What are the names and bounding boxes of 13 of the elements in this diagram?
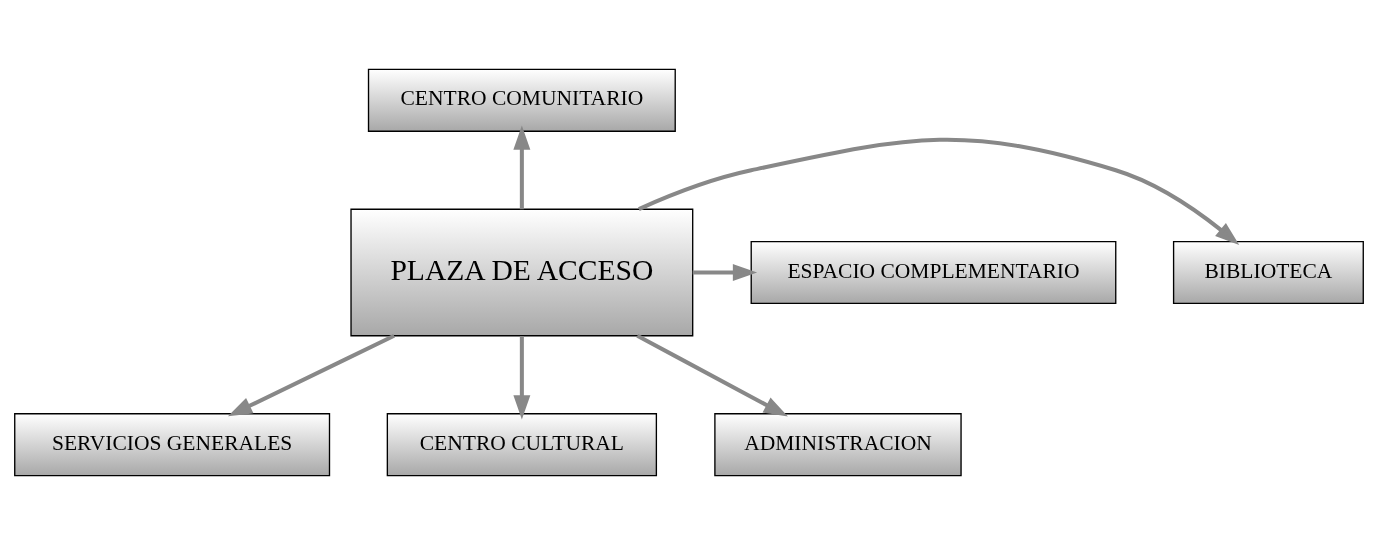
arrow <box>513 336 531 420</box>
arrow <box>638 137 1240 245</box>
node-box: CENTRO CULTURAL <box>386 413 658 477</box>
arrow <box>636 333 788 417</box>
node-box: ESPACIO COMPLEMENTARIO <box>750 240 1117 305</box>
arrow <box>692 264 758 281</box>
arrow <box>513 125 531 210</box>
node-box: CENTRO COMUNITARIO <box>367 68 676 132</box>
arrow <box>227 333 395 417</box>
node-box: BIBLIOTECA <box>1172 240 1364 305</box>
node-box: ADMINISTRACION <box>714 413 962 477</box>
node-box: PLAZA DE ACCESO <box>350 208 694 337</box>
node-box: SERVICIOS GENERALES <box>14 413 331 477</box>
